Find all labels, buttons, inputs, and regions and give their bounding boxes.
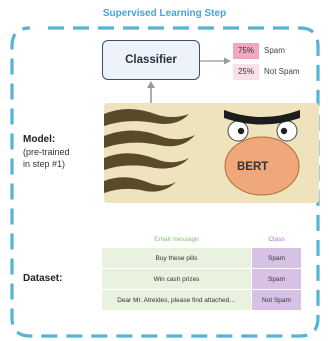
table-header-row: Email message Class bbox=[102, 232, 302, 248]
table-row: Buy these pills Spam bbox=[101, 247, 302, 269]
model-note-line-1: (pre-trained bbox=[23, 147, 70, 157]
dataset-label: Dataset: bbox=[23, 272, 62, 285]
table-row: Win cash prizes Spam bbox=[101, 268, 302, 290]
diagram-title: Supervised Learning Step bbox=[102, 8, 227, 19]
class-cell: Spam bbox=[251, 268, 302, 290]
model-note-line-2: in step #1) bbox=[23, 159, 66, 169]
class-cell: Spam bbox=[251, 247, 302, 269]
arrow-model-to-classifier bbox=[147, 81, 155, 103]
dataset-heading: Dataset: bbox=[23, 273, 63, 284]
model-heading: Model: bbox=[23, 134, 56, 145]
email-cell: Dear Mr. Atreides, please find attached… bbox=[101, 289, 252, 311]
bert-face bbox=[224, 110, 300, 196]
class-cell: Not Spam bbox=[251, 289, 302, 311]
classifier-box: Classifier bbox=[102, 40, 200, 80]
not-spam-probability: 25% bbox=[233, 64, 259, 80]
email-cell: Win cash prizes bbox=[101, 268, 252, 290]
table-row: Dear Mr. Atreides, please find attached…… bbox=[101, 289, 302, 311]
spam-probability: 75% bbox=[233, 43, 259, 59]
email-column-header: Email message bbox=[154, 236, 199, 243]
email-cell: Buy these pills bbox=[101, 247, 252, 269]
dashed-frame bbox=[10, 26, 320, 338]
flame-stripes bbox=[104, 109, 195, 193]
bert-model-image bbox=[104, 103, 319, 203]
model-label: Model: (pre-trained in step #1) bbox=[23, 133, 70, 170]
not-spam-label: Not Spam bbox=[264, 67, 300, 76]
dataset-table: Email message Class Buy these pills Spam… bbox=[101, 232, 302, 311]
class-column-header: Class bbox=[268, 236, 285, 243]
bert-label: BERT bbox=[237, 161, 269, 173]
arrow-classifier-to-output bbox=[200, 57, 231, 65]
spam-label: Spam bbox=[264, 46, 285, 55]
